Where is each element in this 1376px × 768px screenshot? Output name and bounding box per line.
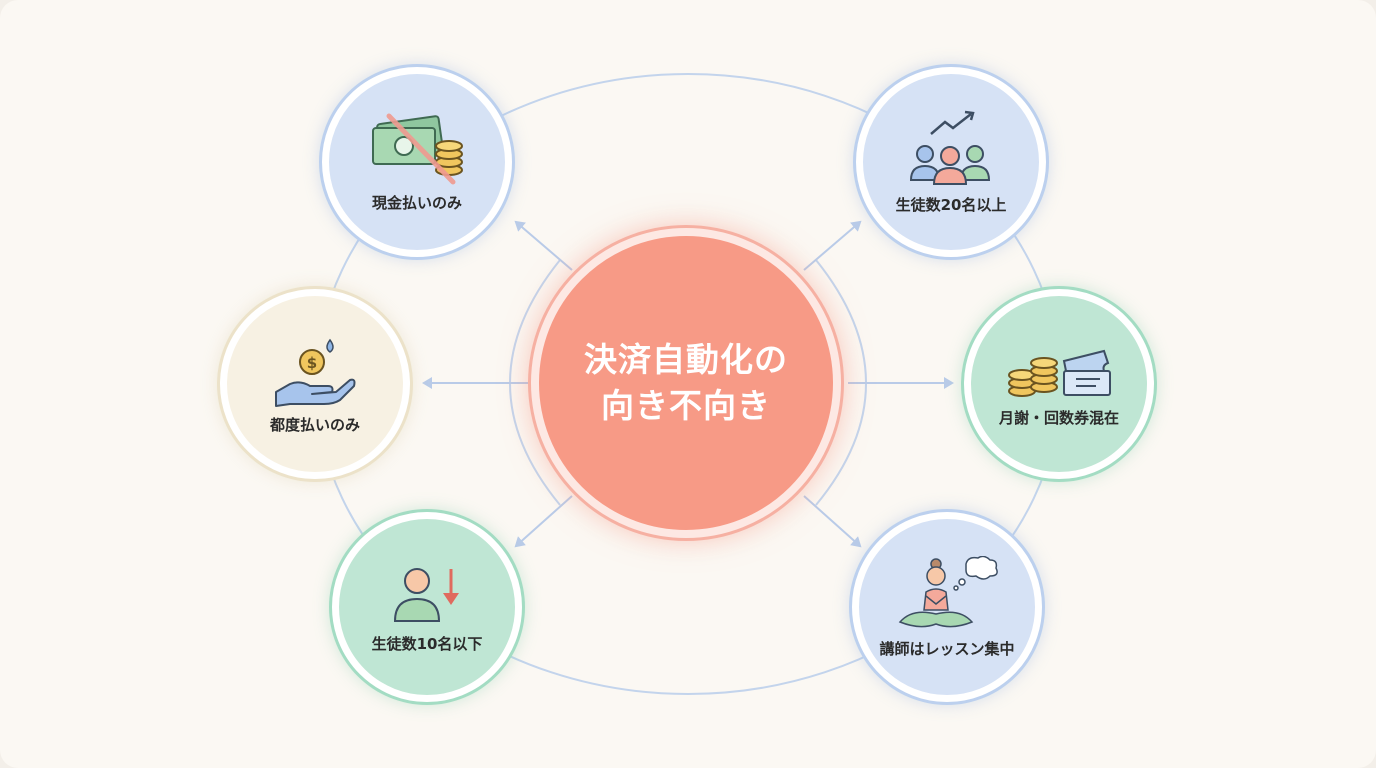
center-circle: 決済自動化の 向き不向き xyxy=(531,228,841,538)
center-title-line2: 向き不向き xyxy=(601,386,771,425)
group-growth-icon xyxy=(909,110,991,185)
coins-ticket-icon xyxy=(1008,349,1111,397)
meditating-instructor-icon xyxy=(898,555,998,627)
node-students-20: 生徒数20名以上 xyxy=(856,67,1046,257)
arrow-to-students-10 xyxy=(514,495,573,548)
svg-text:$: $ xyxy=(307,354,317,372)
node-pay-per-visit: $ 都度払いのみ xyxy=(220,289,410,479)
arrow-to-students-20 xyxy=(803,220,862,271)
center-title-line1: 決済自動化の xyxy=(584,340,788,379)
node-cash-only: 現金払いのみ xyxy=(322,67,512,257)
node-label: 生徒数20名以上 xyxy=(895,195,1007,214)
node-label: 講師はレッスン集中 xyxy=(879,639,1015,658)
node-label: 現金払いのみ xyxy=(371,193,462,212)
node-mixed-tickets: 月謝・回数券混在 xyxy=(964,289,1154,479)
node-students-10: 生徒数10名以下 xyxy=(332,512,522,702)
node-label: 月謝・回数券混在 xyxy=(998,408,1119,427)
arrow-to-focus-lessons xyxy=(803,495,862,548)
node-label: 都度払いのみ xyxy=(269,415,360,434)
crossed-cash-coins-icon xyxy=(372,113,463,184)
arrow-to-cash-only xyxy=(514,220,573,271)
hand-coin-icon: $ xyxy=(275,338,356,407)
node-label: 生徒数10名以下 xyxy=(371,634,483,653)
person-down-arrow-icon xyxy=(393,567,459,622)
node-focus-lessons: 講師はレッスン集中 xyxy=(852,512,1042,702)
